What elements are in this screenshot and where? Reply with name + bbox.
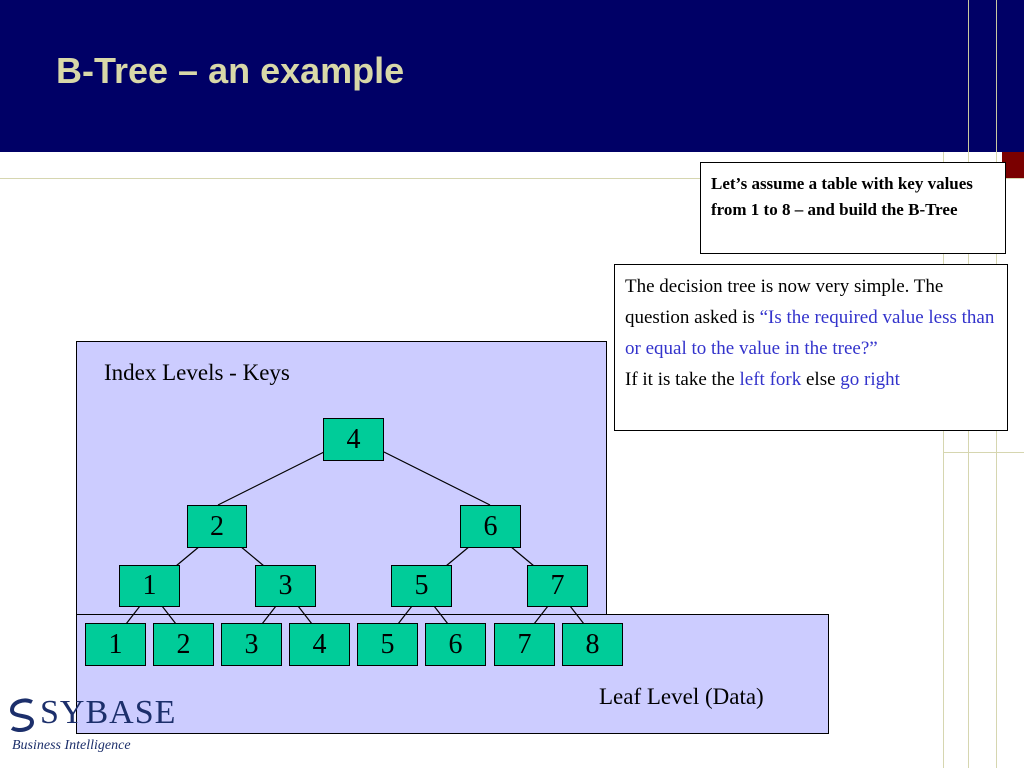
tree-node-root: 4 — [323, 418, 384, 461]
decorative-rule — [968, 152, 969, 768]
tree-edge — [161, 605, 177, 625]
tree-node-level3: 3 — [255, 565, 316, 607]
tree-edge — [433, 605, 449, 625]
index-levels-label: Index Levels - Keys — [104, 360, 290, 385]
accent-band — [1002, 152, 1024, 178]
tree-edge — [509, 545, 535, 567]
tree-edge — [297, 605, 313, 625]
tree-edge — [125, 605, 141, 625]
tree-node-level2: 6 — [460, 505, 521, 548]
tree-node-level3: 5 — [391, 565, 452, 607]
tree-node-level3: 7 — [527, 565, 588, 607]
decorative-rule — [943, 152, 944, 768]
tree-edge — [569, 605, 585, 625]
tree-edge — [397, 605, 413, 625]
sybase-logo: SYBASE Business Intelligence — [8, 694, 175, 764]
logo-wordmark: SYBASE — [40, 694, 177, 731]
leaf-node: 5 — [357, 623, 418, 666]
leaf-level-label: Leaf Level (Data) — [599, 684, 764, 709]
tree-edge — [239, 545, 265, 567]
description-text: The decision tree is now very simple. Th… — [625, 276, 944, 328]
tree-edge — [217, 451, 325, 506]
description-text: else — [801, 369, 841, 390]
tree-edge — [533, 605, 549, 625]
logo-subtitle: Business Intelligence — [12, 738, 131, 753]
leaf-node: 2 — [153, 623, 214, 666]
leaf-node: 4 — [289, 623, 350, 666]
tree-edge — [175, 545, 201, 567]
decorative-rule — [996, 152, 997, 768]
assumption-note: Let’s assume a table with key values fro… — [700, 162, 1006, 254]
leaf-node: 1 — [85, 623, 146, 666]
leaf-node: 3 — [221, 623, 282, 666]
decorative-rule — [943, 452, 1024, 453]
header-divider — [996, 0, 997, 152]
description-box: The decision tree is now very simple. Th… — [614, 264, 1008, 431]
leaf-node: 6 — [425, 623, 486, 666]
slide-title: B-Tree – an example — [56, 50, 405, 91]
description-text: If it is take the — [625, 369, 740, 390]
left-fork-text: left fork — [739, 369, 802, 390]
slide-header: B-Tree – an example — [0, 0, 1024, 152]
tree-node-level3: 1 — [119, 565, 180, 607]
header-divider — [968, 0, 969, 152]
tree-edge — [445, 545, 471, 567]
decorative-rule — [0, 178, 1024, 179]
go-right-text: go right — [840, 369, 900, 390]
description-question: “Is the required value less than or equa… — [625, 307, 995, 359]
tree-edge — [261, 605, 277, 625]
tree-node-level2: 2 — [187, 505, 247, 548]
leaf-node: 7 — [494, 623, 555, 666]
leaf-node: 8 — [562, 623, 623, 666]
sybase-logo-mark-icon — [9, 698, 35, 732]
tree-edge — [383, 451, 491, 506]
